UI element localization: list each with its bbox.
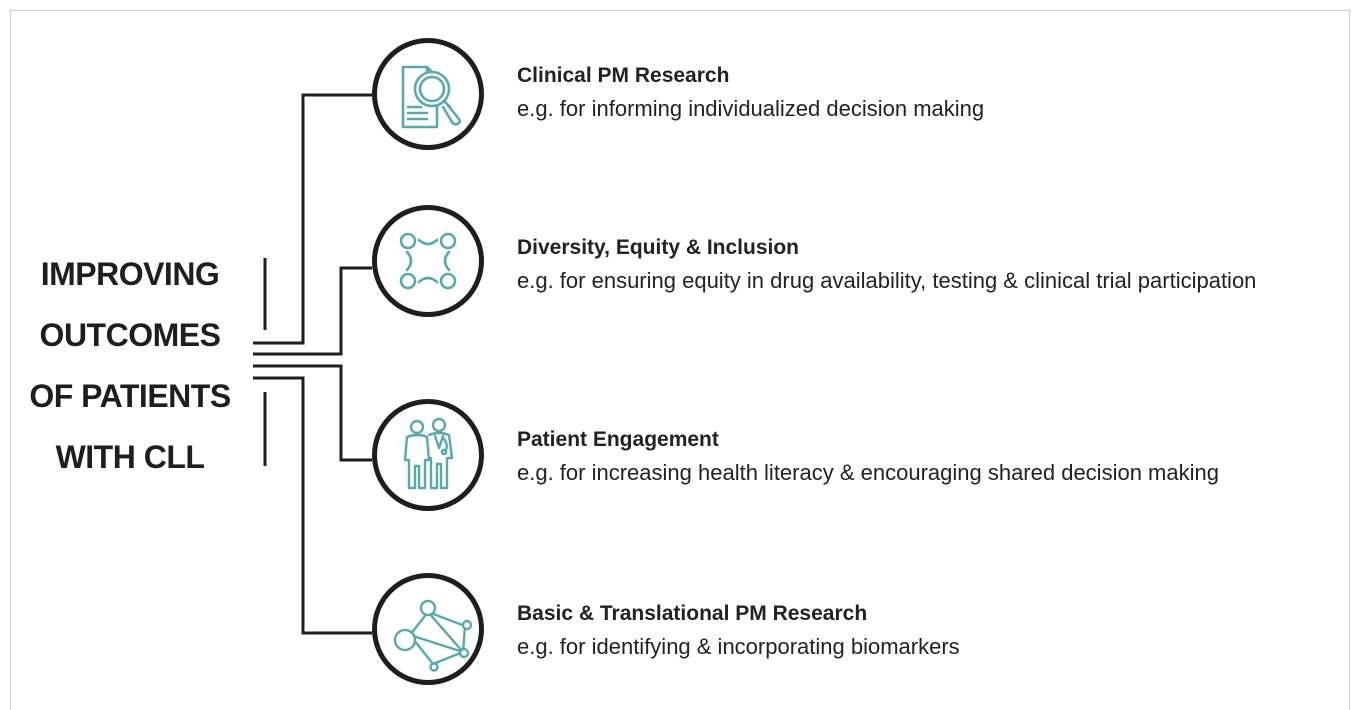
central-label-line: OUTCOMES — [39, 317, 221, 353]
connector-branch-4 — [253, 376, 372, 635]
connector-branch-2 — [253, 266, 372, 356]
branch-3-icon-circle — [372, 399, 484, 511]
branch-3-description: e.g. for increasing health literacy & en… — [517, 460, 1219, 485]
branch-2-text: Diversity, Equity & Inclusion e.g. for e… — [517, 235, 1347, 295]
branch-1-title: Clinical PM Research — [517, 64, 730, 87]
branch-4-title: Basic & Translational PM Research — [517, 602, 868, 625]
patient-doctor-icon — [403, 417, 454, 490]
branch-2-icon-circle — [372, 205, 484, 317]
branch-1-description: e.g. for informing individualized decisi… — [517, 96, 985, 121]
central-label-line: WITH CLL — [55, 439, 205, 475]
connector-branch-3 — [253, 364, 372, 462]
document-magnifier-icon — [401, 65, 461, 129]
branch-4-icon-circle — [372, 573, 484, 685]
central-label: IMPROVING OUTCOMES OF PATIENTS WITH CLL — [10, 244, 250, 488]
central-label-line: OF PATIENTS — [29, 378, 231, 414]
connected-circles-icon — [399, 232, 457, 290]
branch-4-description: e.g. for identifying & incorporating bio… — [517, 634, 960, 659]
branch-1-icon-circle — [372, 38, 484, 150]
central-label-line: IMPROVING — [40, 256, 220, 292]
connector-branch-1 — [253, 93, 372, 345]
branch-2-description: e.g. for ensuring equity in drug availab… — [517, 268, 1257, 293]
branch-1-text: Clinical PM Research e.g. for informing … — [517, 63, 1347, 123]
branch-2-title: Diversity, Equity & Inclusion — [517, 236, 800, 259]
network-nodes-icon — [393, 599, 473, 672]
branch-4-text: Basic & Translational PM Research e.g. f… — [517, 601, 1347, 661]
figure-frame — [10, 10, 1350, 710]
branch-3-text: Patient Engagement e.g. for increasing h… — [517, 427, 1347, 487]
branch-3-title: Patient Engagement — [517, 428, 719, 451]
